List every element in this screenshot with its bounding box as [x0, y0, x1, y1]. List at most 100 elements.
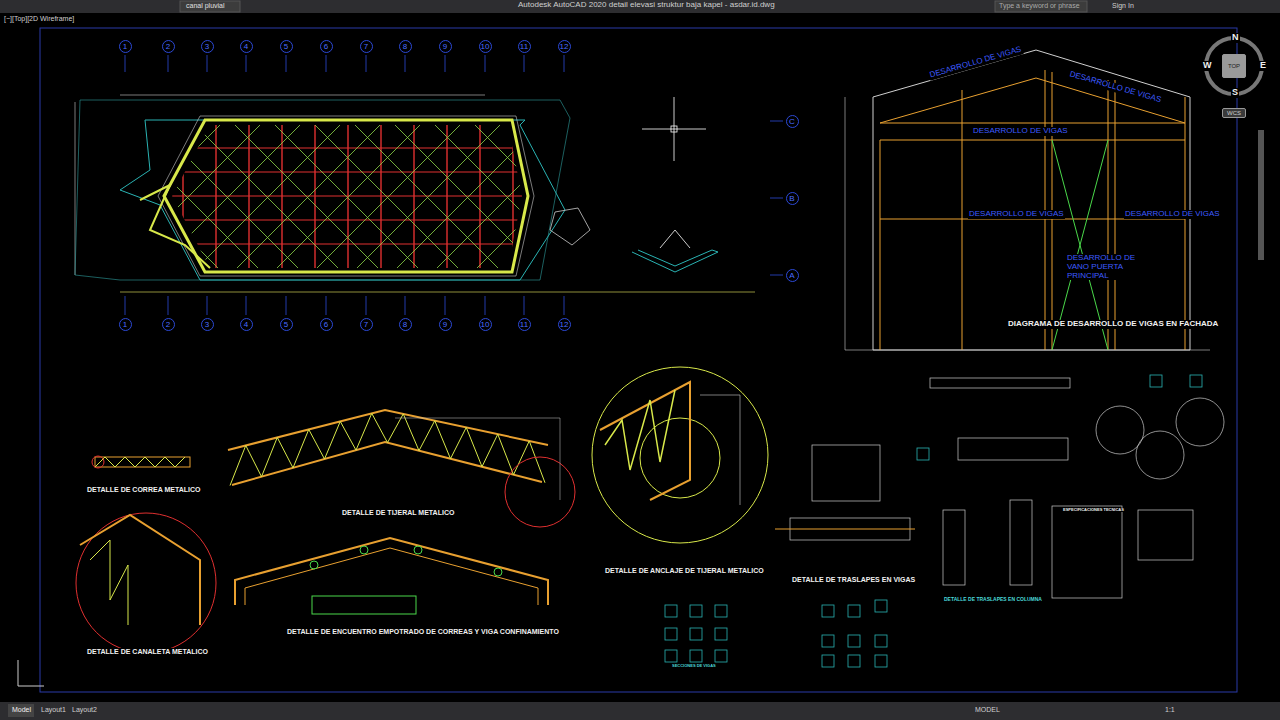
- axis-tick: [168, 55, 169, 72]
- axis-tick: [485, 55, 486, 72]
- node-text: 5: [281, 41, 292, 52]
- section: [822, 635, 834, 647]
- brace: [470, 120, 625, 275]
- node-text: 2: [163, 319, 174, 330]
- purlin: [160, 171, 530, 172]
- rafter: [182, 120, 183, 275]
- purlin: [160, 195, 530, 196]
- brace: [550, 120, 705, 275]
- truss-web: [230, 413, 545, 485]
- section: [848, 655, 860, 667]
- purlin: [160, 147, 530, 148]
- rafter: [512, 120, 513, 275]
- grid-bubble: 3: [201, 318, 214, 331]
- grid-bubble: 4: [240, 40, 253, 53]
- section: [848, 605, 860, 617]
- section: [665, 650, 677, 662]
- door-x: [1052, 140, 1108, 350]
- detail-v: [660, 230, 690, 248]
- section: [690, 605, 702, 617]
- brace: [190, 120, 345, 275]
- beam-section: [958, 438, 1068, 460]
- roof-plan: [0, 95, 825, 292]
- anchor-wall: [700, 395, 740, 505]
- truss-top: [228, 410, 548, 450]
- beam-elev: [930, 378, 1070, 388]
- brace: [0, 120, 145, 275]
- section: [875, 600, 887, 612]
- grid-bubble: 3: [201, 40, 214, 53]
- rafter: [479, 120, 480, 275]
- grid-bubble: 4: [240, 318, 253, 331]
- brace: [590, 120, 745, 275]
- brace: [230, 120, 385, 275]
- search-box: [995, 1, 1087, 12]
- section: [848, 635, 860, 647]
- column-splice: [1010, 500, 1032, 585]
- brace: [350, 120, 505, 275]
- section: [917, 448, 929, 460]
- grid-bubble: 5: [280, 318, 293, 331]
- dim-line: [845, 350, 1210, 351]
- dim-line: [120, 95, 485, 96]
- brace: [430, 120, 585, 275]
- brace: [150, 120, 305, 275]
- section: [665, 628, 677, 640]
- axis-tick: [564, 296, 565, 315]
- dim-line: [120, 292, 755, 293]
- compass-letter: W: [1202, 61, 1213, 71]
- axis-tick: [366, 296, 367, 315]
- node-text: 7: [361, 41, 372, 52]
- brace: [550, 120, 705, 275]
- section: [1150, 375, 1162, 387]
- axis-tick: [326, 296, 327, 315]
- crosshair: [674, 97, 675, 161]
- section: [690, 650, 702, 662]
- anchor-web: [605, 390, 675, 470]
- truss-bottom: [232, 442, 542, 485]
- node-text: C: [787, 116, 798, 127]
- grid-bubble: 1: [119, 40, 132, 53]
- detail-circle: [505, 457, 575, 527]
- roof-grid: [0, 120, 825, 275]
- rafter: [248, 120, 249, 275]
- roof-edge: [164, 120, 528, 272]
- section: [690, 628, 702, 640]
- detail-v: [632, 250, 718, 272]
- detail-circle: [592, 367, 768, 543]
- layer-box: [180, 1, 240, 12]
- brace: [70, 120, 225, 275]
- detail-title: DETALLE DE TIJERAL METALICO: [341, 509, 455, 517]
- axis-tick: [770, 275, 783, 276]
- node-text: 9: [440, 41, 451, 52]
- grid-bubble: 1: [119, 318, 132, 331]
- status-bar: [0, 702, 1280, 720]
- grid-bubble: 2: [162, 318, 175, 331]
- axis-tick: [125, 296, 126, 315]
- compass-letter: E: [1259, 61, 1267, 71]
- detail-circle: [92, 456, 104, 468]
- brace: [0, 120, 105, 275]
- axis-tick: [445, 296, 446, 315]
- purlin: [160, 219, 530, 220]
- node-text: A: [787, 270, 798, 281]
- viewcube-face: TOP: [1222, 54, 1246, 78]
- note-box: [312, 596, 416, 614]
- axis-tick: [246, 296, 247, 315]
- grid-bubble: B: [786, 192, 799, 205]
- dim-line: [845, 97, 846, 350]
- node-text: 3: [202, 41, 213, 52]
- grid-bubble: 10: [479, 318, 492, 331]
- node-text: B: [787, 193, 798, 204]
- detail-title: SECCIONES DE VIGAS: [671, 664, 717, 668]
- details: [76, 367, 1224, 667]
- brace: [0, 120, 65, 275]
- canaleta: [80, 515, 200, 625]
- rafter: [446, 120, 447, 275]
- grid-bubble: A: [786, 269, 799, 282]
- rafter: [149, 120, 150, 275]
- viewcube-ring: [1206, 38, 1262, 94]
- layout-tab: Layout1: [41, 706, 66, 714]
- grid-bubble: 10: [479, 40, 492, 53]
